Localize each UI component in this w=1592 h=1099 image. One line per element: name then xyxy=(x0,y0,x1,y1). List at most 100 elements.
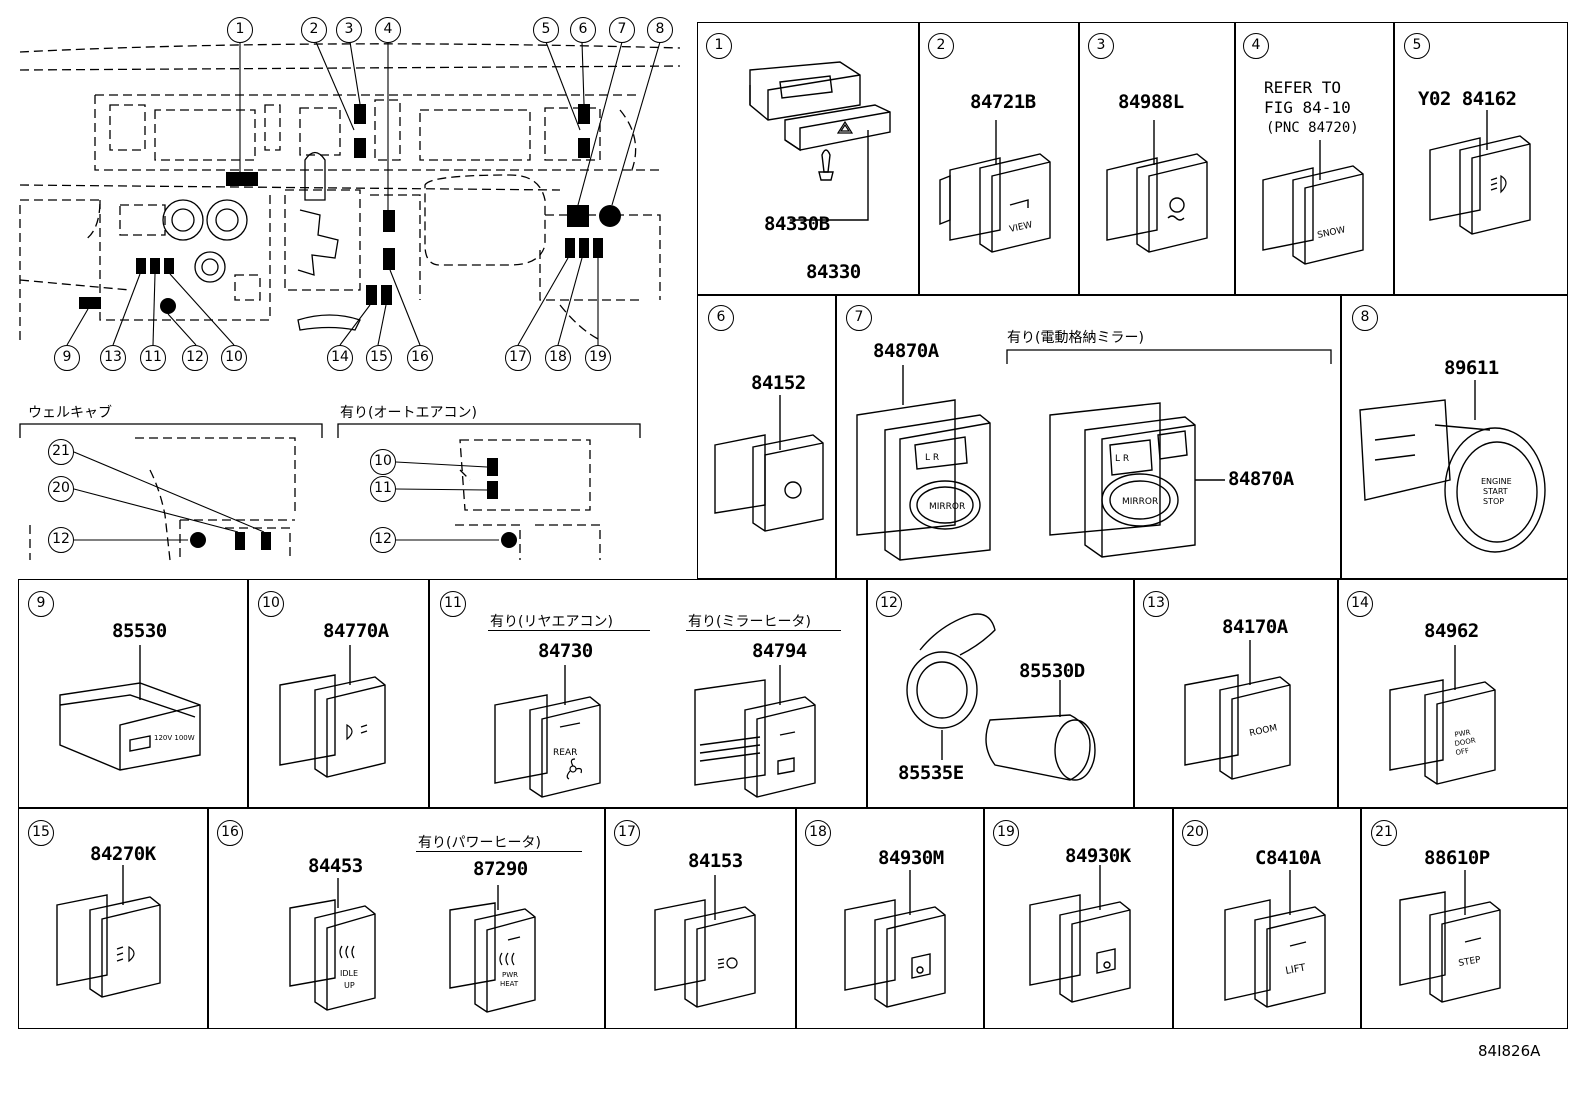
callout-7: 7 xyxy=(609,17,635,43)
headlight-leveling-switch xyxy=(654,875,756,1008)
callout-1: 1 xyxy=(227,17,253,43)
refer-line-3: (PNC 84720) xyxy=(1266,120,1359,136)
cell-7-note: 有り(電動格納ミラー) xyxy=(1007,330,1144,346)
headlight-leveling-icon xyxy=(717,957,738,969)
lr-label-2: L R xyxy=(1115,454,1129,464)
power-door-switch: PWR DOOR OFF xyxy=(1389,645,1496,785)
part-84730: 84730 xyxy=(538,640,593,662)
stop-label: STOP xyxy=(1483,497,1504,506)
part-84870A-1: 84870A xyxy=(873,340,939,362)
fog-switch xyxy=(1429,110,1531,235)
callout-4: 4 xyxy=(375,17,401,43)
part-84988L: 84988L xyxy=(1118,91,1184,113)
callout-9: 9 xyxy=(54,345,80,371)
wellcab-label: ウェルキャブ xyxy=(28,405,112,421)
part-C8410A: C8410A xyxy=(1255,847,1321,869)
cell-7-number: 7 xyxy=(846,305,872,331)
part-85535E: 85535E xyxy=(898,762,964,784)
part-85530: 85530 xyxy=(112,620,167,642)
slide-door-switch-l xyxy=(844,870,946,1008)
mirror-heater-switch-2 xyxy=(694,665,816,798)
dashboard-overview xyxy=(19,41,681,561)
snow-switch: SNOW xyxy=(1262,140,1364,265)
callout-10: 10 xyxy=(221,345,247,371)
mirror-heater-switch xyxy=(714,395,824,532)
callout-10: 10 xyxy=(370,449,396,475)
cell-9-number: 9 xyxy=(28,591,54,617)
callout-13: 13 xyxy=(100,345,126,371)
hazard-switch xyxy=(749,61,891,221)
room-lamp-switch: ROOM xyxy=(1184,640,1291,780)
room-label: ROOM xyxy=(1249,723,1279,739)
fog-icon-2 xyxy=(346,723,368,741)
part-84930K: 84930K xyxy=(1065,845,1131,867)
callout-5: 5 xyxy=(533,17,559,43)
start-label: START xyxy=(1483,487,1508,496)
part-84152: 84152 xyxy=(751,372,806,394)
mirror-switch-1: L R MIRROR xyxy=(856,365,991,561)
callout-18: 18 xyxy=(545,345,571,371)
part-84170A: 84170A xyxy=(1222,616,1288,638)
callout-2: 2 xyxy=(301,17,327,43)
mirror-switch-2: L R MIRROR xyxy=(1049,402,1225,558)
vsc-switch xyxy=(1106,120,1208,253)
part-84453: 84453 xyxy=(308,855,363,877)
snow-label: SNOW xyxy=(1317,225,1347,241)
outlet-label: 120V 100W xyxy=(154,734,195,742)
cigarette-lighter xyxy=(906,613,1096,781)
off-label: OFF xyxy=(1455,747,1470,757)
part-84962: 84962 xyxy=(1424,620,1479,642)
cell-18-number: 18 xyxy=(805,820,831,846)
idle-up-switch: IDLE UP xyxy=(289,878,376,1011)
callout-15: 15 xyxy=(366,345,392,371)
callout-12: 12 xyxy=(182,345,208,371)
cell-5-number: 5 xyxy=(1404,33,1430,59)
callout-17: 17 xyxy=(505,345,531,371)
cell-10-number: 10 xyxy=(258,591,284,617)
cell-16-note: 有り(パワーヒータ) xyxy=(418,835,541,851)
part-85530D: 85530D xyxy=(1019,660,1085,682)
cell-1-number: 1 xyxy=(706,33,732,59)
view-switch: VIEW xyxy=(939,120,1051,253)
cell-21-number: 21 xyxy=(1371,820,1397,846)
cell-15-number: 15 xyxy=(28,820,54,846)
cell-11-note-1: 有り(リヤエアコン) xyxy=(490,614,613,630)
cell-2-number: 2 xyxy=(928,33,954,59)
door-label: DOOR xyxy=(1454,736,1476,748)
seat-heater-icon xyxy=(339,945,355,959)
part-Y02-84162: Y02 84162 xyxy=(1418,88,1517,110)
power-outlet: 120V 100W xyxy=(59,645,201,771)
callout-3: 3 xyxy=(336,17,362,43)
lift-label: LIFT xyxy=(1285,962,1308,976)
fan-icon xyxy=(566,758,583,780)
engine-label: ENGINE xyxy=(1481,477,1512,486)
cell-16-number: 16 xyxy=(217,820,243,846)
part-88610P: 88610P xyxy=(1424,847,1490,869)
refer-line-2: FIG 84-10 xyxy=(1264,98,1351,117)
cell-8-number: 8 xyxy=(1352,305,1378,331)
cell-11-number: 11 xyxy=(440,591,466,617)
cell-14-number: 14 xyxy=(1347,591,1373,617)
callout-12: 12 xyxy=(48,527,74,553)
mirror-label-2: MIRROR xyxy=(1122,497,1158,507)
overview-switch-blocks xyxy=(79,104,621,314)
part-84330: 84330 xyxy=(806,261,861,283)
up-label: UP xyxy=(344,981,355,990)
step-label: STEP xyxy=(1458,955,1482,969)
grid-top-right xyxy=(697,22,1568,579)
fog-light-icon xyxy=(1490,174,1507,194)
cell-12-number: 12 xyxy=(876,591,902,617)
refer-line-1: REFER TO xyxy=(1264,78,1342,97)
cell-6-number: 6 xyxy=(708,305,734,331)
part-84930M: 84930M xyxy=(878,847,944,869)
part-84794: 84794 xyxy=(752,640,807,662)
pwr-label: PWR xyxy=(1454,728,1471,739)
slide-door-switch-r xyxy=(1029,865,1131,1003)
callout-12: 12 xyxy=(370,527,396,553)
headlamp-cleaner-switch xyxy=(56,865,161,998)
auto-ac-label: 有り(オートエアコン) xyxy=(340,405,477,421)
idle-label: IDLE xyxy=(340,969,358,978)
pwr-heat-label-1: PWR xyxy=(502,971,518,979)
grid-bottom xyxy=(18,579,1568,1029)
cell-17-number: 17 xyxy=(614,820,640,846)
